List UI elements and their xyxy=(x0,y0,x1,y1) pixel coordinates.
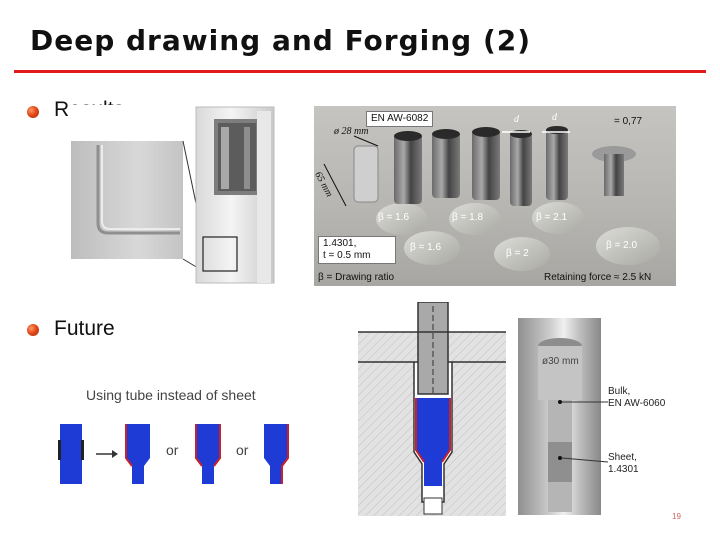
drawing-ratio-legend: β = Drawing ratio xyxy=(318,272,395,283)
sheet-label: Sheet, xyxy=(608,452,637,463)
future-caption: Using tube instead of sheet xyxy=(86,387,256,403)
beta-label-6: β = 2.0 xyxy=(606,240,638,251)
bulk-label: Bulk, xyxy=(608,386,631,397)
bulk-sheet-part-photo: ø30 mm xyxy=(518,318,601,515)
title-rule xyxy=(14,70,706,73)
future-diameter-label: ø30 mm xyxy=(542,356,579,367)
bulk-sheet-drawing xyxy=(538,338,582,512)
sheet-caption: Sheet, 1.4301 xyxy=(608,452,639,476)
beta-label-3: β = 2.1 xyxy=(536,212,568,223)
d0-label: d xyxy=(514,114,519,125)
or-label-2: or xyxy=(236,442,249,458)
sheet-material: 1.4301 xyxy=(608,464,639,475)
beta-label-5: β = 2 xyxy=(506,248,529,259)
retaining-force-label: Retaining force ≈ 2.5 kN xyxy=(544,272,652,283)
future-bullet-icon xyxy=(27,324,39,336)
die-cross-section xyxy=(358,302,506,516)
beta-label-1: β = 1.6 xyxy=(378,212,410,223)
bulk-caption: Bulk, EN AW-6060 xyxy=(608,386,665,410)
ratio-label: = 0,77 xyxy=(614,116,643,127)
page-number: 19 xyxy=(672,512,681,521)
slide-title: Deep drawing and Forging (2) xyxy=(30,24,532,57)
d1-label: d xyxy=(552,112,557,123)
results-cup-photo xyxy=(68,105,286,285)
sheet-thickness-label: t = 0.5 mm xyxy=(323,250,371,261)
callout-lines xyxy=(561,401,609,463)
beta-label-2: β = 1.8 xyxy=(452,212,484,223)
cup-section-drawing xyxy=(71,106,275,284)
results-bullet-icon xyxy=(27,106,39,118)
beta-label-4: β = 1.6 xyxy=(410,242,442,253)
material-label-6082: EN AW-6082 xyxy=(366,111,434,127)
sheet-material-label: 1.4301, xyxy=(323,238,357,249)
or-label-1: or xyxy=(166,442,179,458)
results-tubes-photo: EN AW-6082 ø 28 mm 65 mm d d = 0,77 β = … xyxy=(314,106,676,286)
tubes-drawing xyxy=(323,126,660,271)
tube-forging-sequence xyxy=(58,424,289,484)
diameter-label: ø 28 mm xyxy=(334,126,369,137)
sheet-spec-box: 1.4301, t = 0.5 mm xyxy=(318,236,396,264)
future-label: Future xyxy=(54,317,115,340)
bulk-material: EN AW-6060 xyxy=(608,398,666,409)
